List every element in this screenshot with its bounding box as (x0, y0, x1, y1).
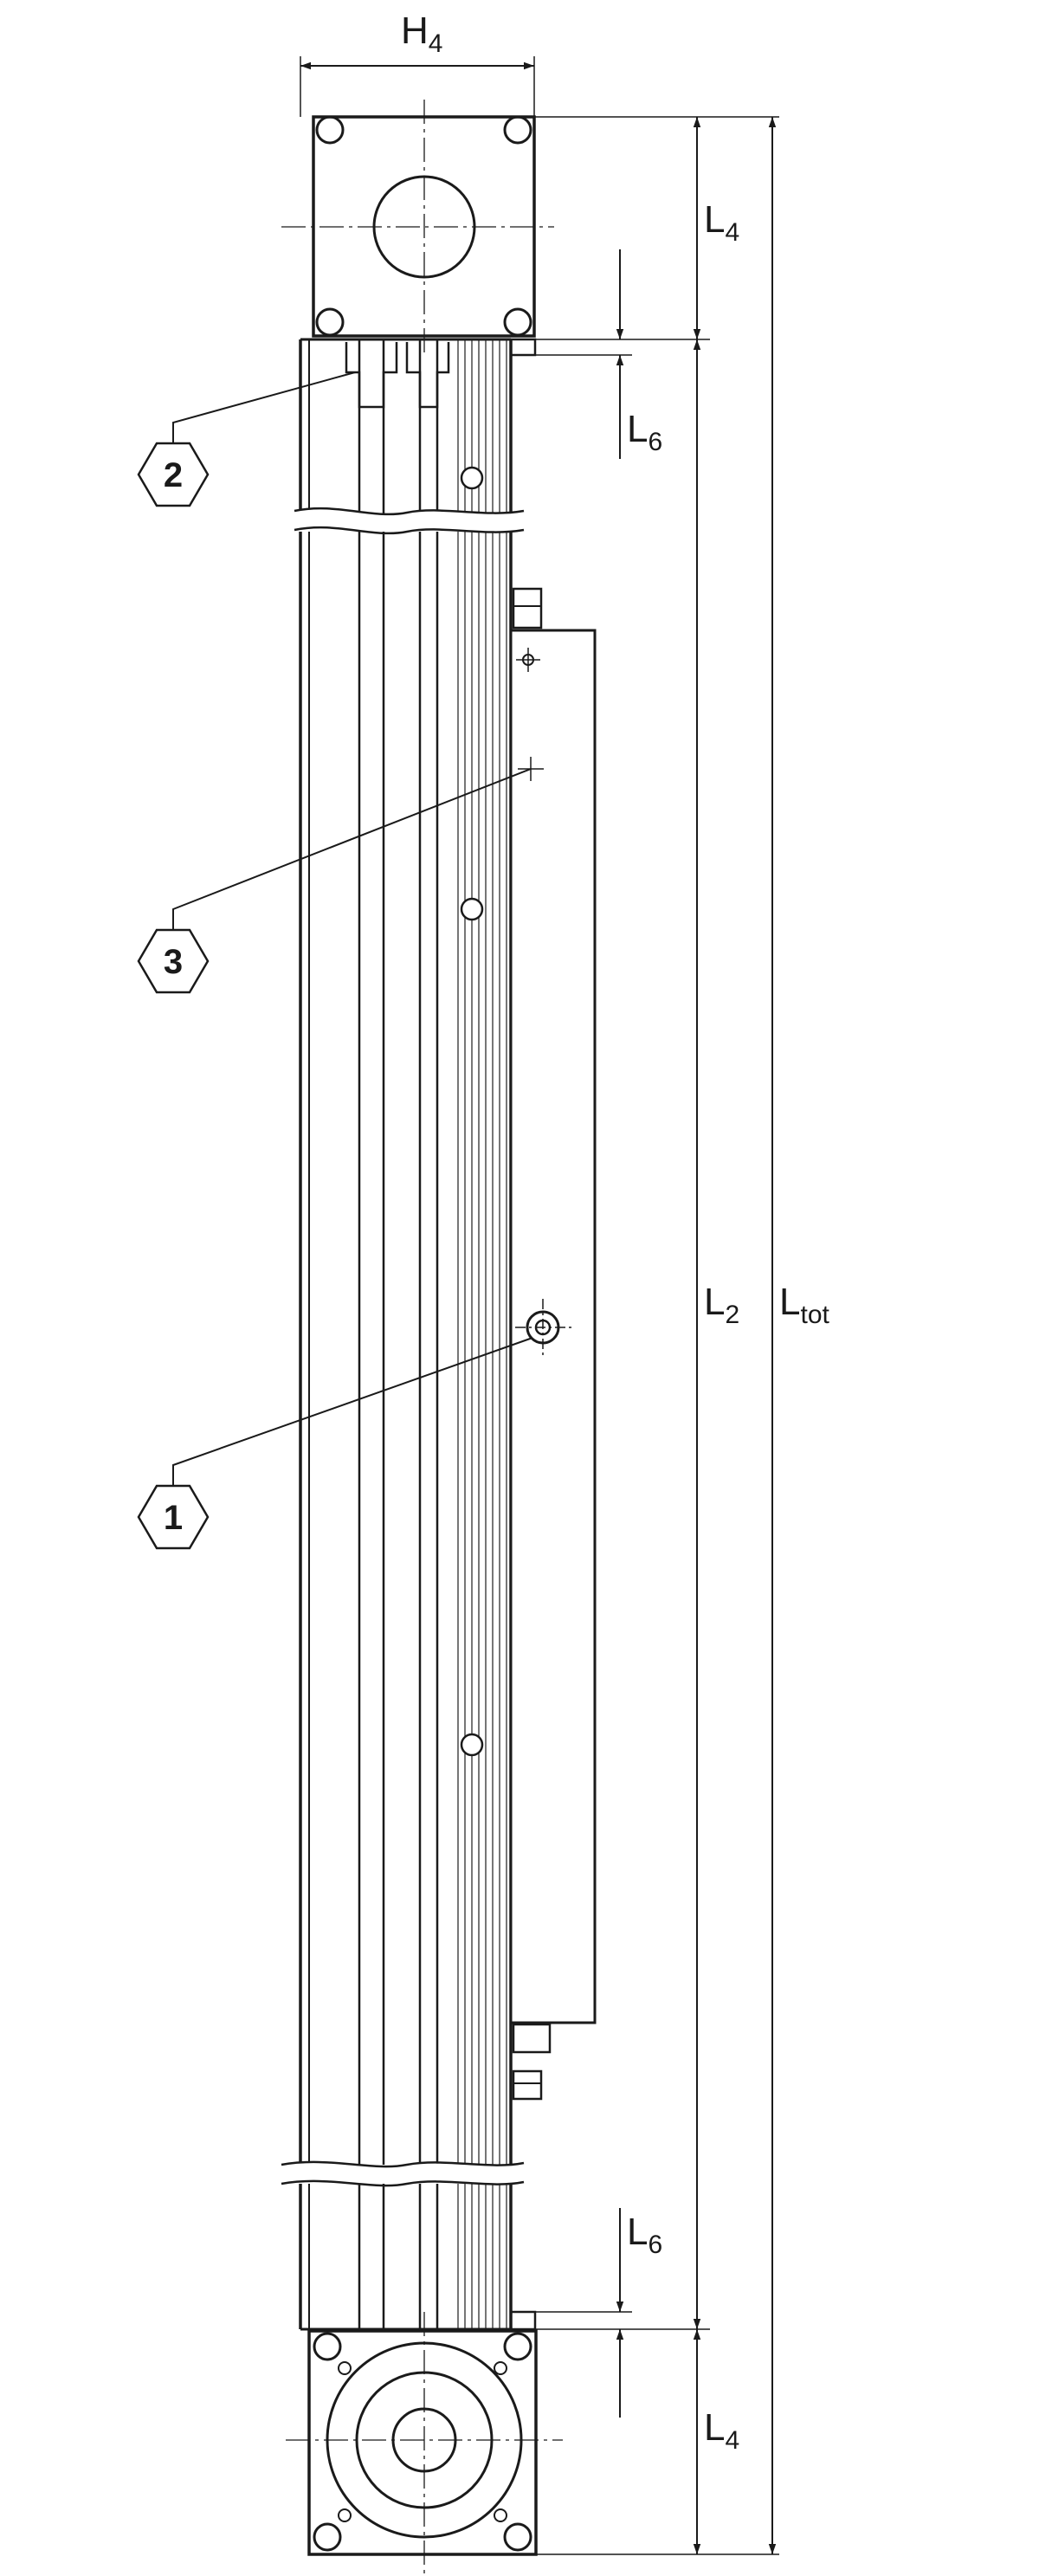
bottom-break-line (281, 2160, 525, 2187)
profile-lower-section (299, 2184, 537, 2331)
top-motor-housing (281, 100, 554, 355)
profile-middle-section (299, 532, 513, 2165)
carriage-slide (509, 587, 597, 2101)
callout-1: 1 (137, 1337, 533, 1550)
callout-2-label: 2 (164, 456, 183, 494)
callout-3: 3 (137, 768, 532, 994)
bottom-motor-housing (286, 2312, 563, 2576)
dim-label-l6-bottom: L6 (627, 2211, 662, 2259)
callout-2: 2 (137, 371, 356, 507)
dim-label-l4-top: L4 (704, 198, 739, 247)
dim-label-ltot: Ltot (779, 1281, 830, 1329)
dim-label-l2: L2 (704, 1281, 739, 1329)
dimension-lines (300, 56, 779, 2555)
top-break-line (294, 507, 525, 535)
profile-upper-section (299, 338, 537, 523)
callout-1-label: 1 (164, 1499, 183, 1537)
dim-label-l6-top: L6 (627, 408, 662, 456)
dim-label-l4-bottom: L4 (704, 2406, 739, 2455)
callout-3-label: 3 (164, 943, 183, 981)
dim-label-h4: H4 (401, 10, 442, 58)
